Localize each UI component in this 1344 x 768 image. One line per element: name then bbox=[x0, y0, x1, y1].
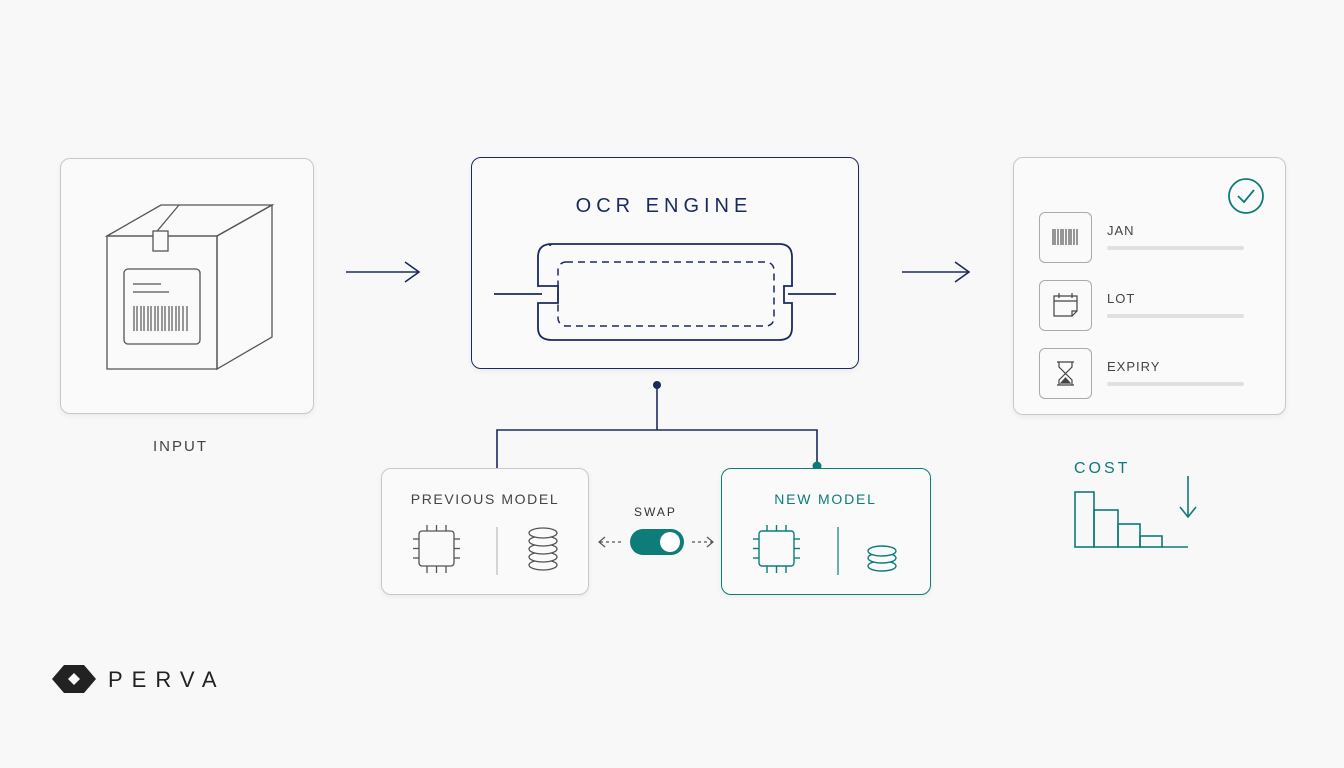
chip-icon bbox=[753, 525, 800, 573]
field-label-jan: JAN bbox=[1107, 223, 1135, 238]
chip-icon bbox=[413, 525, 460, 573]
field-value-bar-jan bbox=[1107, 246, 1244, 250]
hourglass-icon bbox=[1039, 348, 1092, 399]
output-card: JAN LOT EXPIRY bbox=[1013, 157, 1286, 415]
input-card bbox=[60, 158, 314, 414]
swap-toggle[interactable] bbox=[630, 529, 684, 555]
cost-bar-1 bbox=[1074, 491, 1095, 548]
new-model-label: NEW MODEL bbox=[774, 491, 877, 507]
swap-toggle-knob bbox=[660, 532, 680, 552]
calendar-icon bbox=[1039, 280, 1092, 331]
ocr-engine-title: OCR ENGINE bbox=[575, 195, 753, 217]
previous-model-card: PREVIOUS MODEL bbox=[381, 468, 589, 595]
field-label-expiry: EXPIRY bbox=[1107, 359, 1161, 374]
cost-bar-4 bbox=[1139, 535, 1163, 548]
model-branch-line bbox=[496, 429, 818, 468]
field-value-bar-expiry bbox=[1107, 382, 1244, 386]
cost-bar-2 bbox=[1093, 509, 1119, 548]
perva-logo-icon bbox=[52, 665, 96, 693]
new-model-icons bbox=[753, 525, 897, 575]
coin-stack-icon bbox=[528, 527, 558, 571]
cost-bar-3 bbox=[1117, 523, 1141, 548]
input-label: INPUT bbox=[153, 438, 208, 455]
swap-label: SWAP bbox=[634, 505, 677, 519]
new-model-card: NEW MODEL bbox=[721, 468, 931, 595]
previous-model-label: PREVIOUS MODEL bbox=[410, 491, 560, 507]
ocr-slot-icon bbox=[494, 243, 836, 341]
check-circle-icon bbox=[1228, 178, 1264, 214]
field-label-lot: LOT bbox=[1107, 291, 1136, 306]
cost-decrease-chart bbox=[1074, 476, 1197, 548]
barcode-icon bbox=[1039, 212, 1092, 263]
cost-label: COST bbox=[1074, 460, 1131, 477]
field-value-bar-lot bbox=[1107, 314, 1244, 318]
brand-name: PERVA bbox=[108, 667, 226, 692]
ocr-engine-card: OCR ENGINE bbox=[471, 157, 859, 369]
previous-model-icons bbox=[413, 525, 558, 575]
coin-stack-icon bbox=[867, 545, 897, 572]
package-icon bbox=[104, 203, 275, 371]
